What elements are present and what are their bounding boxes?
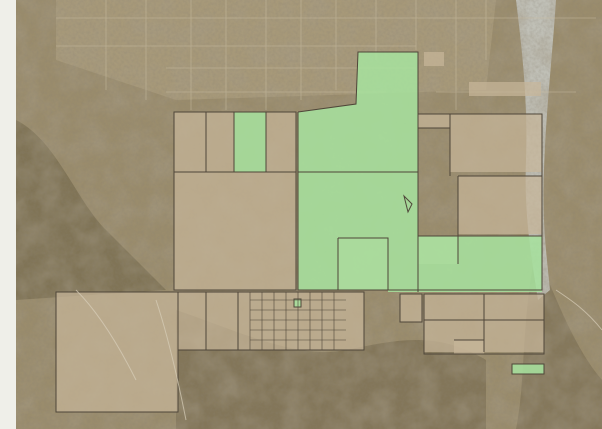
parcel[interactable] <box>454 340 484 354</box>
parcel[interactable] <box>458 176 542 234</box>
parcel-layer <box>56 52 544 412</box>
parcel[interactable] <box>266 112 296 172</box>
parcel-highlighted[interactable] <box>234 112 266 172</box>
parcel[interactable] <box>450 114 542 172</box>
parcel-highlighted[interactable] <box>294 299 301 307</box>
parcel[interactable] <box>174 112 234 172</box>
parcel-highlighted[interactable] <box>512 364 544 374</box>
parcel[interactable] <box>424 52 444 66</box>
parcel[interactable] <box>469 82 541 96</box>
parcel-highlighted[interactable] <box>388 236 542 292</box>
parcel-boundaries <box>55 51 545 413</box>
aerial-map[interactable] <box>16 0 602 429</box>
parcel[interactable] <box>418 114 450 128</box>
parcel[interactable] <box>484 294 544 352</box>
parcel[interactable] <box>174 172 296 290</box>
parcel[interactable] <box>178 292 364 350</box>
street-grid <box>56 0 596 110</box>
parcel[interactable] <box>56 292 178 412</box>
road-marks <box>75 289 602 421</box>
map-view[interactable] <box>16 0 602 429</box>
parcel[interactable] <box>400 294 422 322</box>
